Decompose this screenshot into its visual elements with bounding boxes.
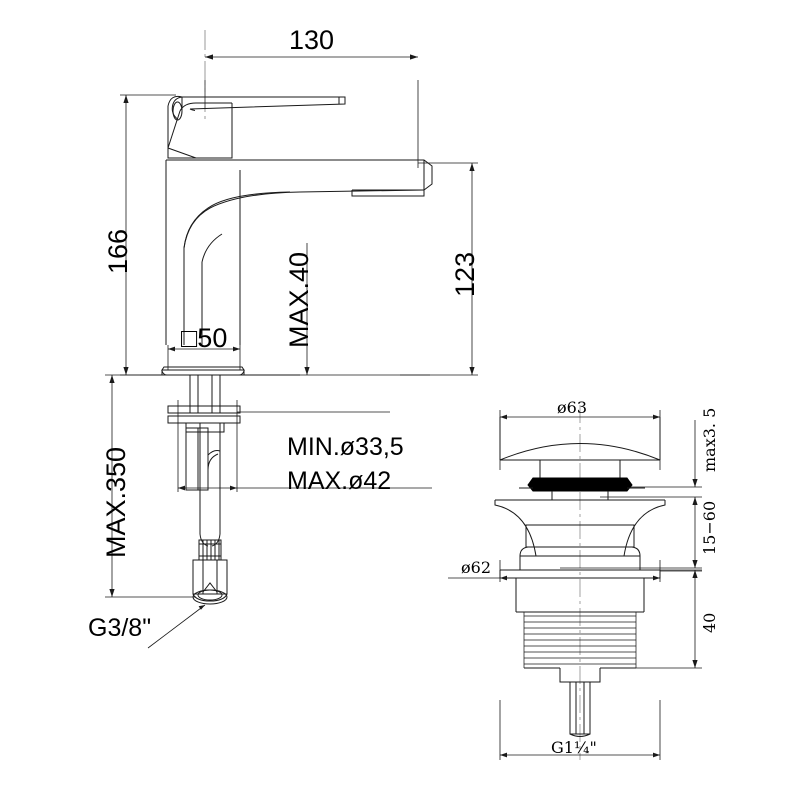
waste-outlet-spindle [524, 667, 636, 737]
waste-flange-plate [499, 546, 661, 579]
waste-threaded-section [523, 612, 637, 668]
label-15-60: 15−60 [700, 500, 719, 555]
faucet-tail-pipe [199, 423, 221, 547]
label-40: 40 [700, 612, 719, 633]
label-phi63: ø63 [557, 398, 587, 417]
dim-max40 [240, 243, 430, 376]
faucet-knurled-collar [198, 539, 222, 561]
label-max-hole: MAX.ø42 [287, 467, 392, 495]
faucet-base-escutcheon [140, 366, 300, 376]
dim-50 [167, 345, 241, 370]
label-g114: G1¼" [551, 738, 597, 757]
label-min-hole: MIN.ø33,5 [287, 433, 404, 461]
dim-15-60 [560, 496, 702, 569]
faucet-spout [165, 159, 433, 249]
label-166: 166 [103, 228, 133, 274]
label-phi62: ø62 [461, 558, 491, 577]
dim-g114 [499, 700, 661, 760]
dim-hole-diameter [177, 400, 432, 492]
waste-seal-gasket [519, 477, 645, 492]
waste-neck [551, 491, 609, 500]
label-max350: MAX.350 [101, 446, 131, 558]
faucet-column [165, 170, 291, 345]
faucet-handle-housing [167, 95, 233, 159]
label-g38: G3/8" [88, 614, 152, 642]
waste-cap [499, 417, 661, 461]
dim-max350 [105, 374, 196, 598]
label-base-50: □50 [181, 323, 228, 353]
leader-g38 [147, 604, 206, 649]
dim-max35 [552, 420, 702, 488]
dim-130 [204, 54, 419, 168]
label-123: 123 [450, 251, 480, 297]
dim-40 [620, 569, 702, 669]
dim-123 [400, 162, 478, 376]
waste-cap-stem [539, 460, 621, 478]
faucet-mounting-hardware [167, 375, 241, 491]
label-max40: MAX.40 [284, 251, 314, 348]
label-130: 130 [289, 25, 335, 55]
waste-barrel [515, 578, 645, 613]
faucet-hex-nut [192, 559, 228, 605]
label-max35: max3. 5 [700, 407, 719, 472]
faucet-lever-handle [171, 96, 346, 121]
